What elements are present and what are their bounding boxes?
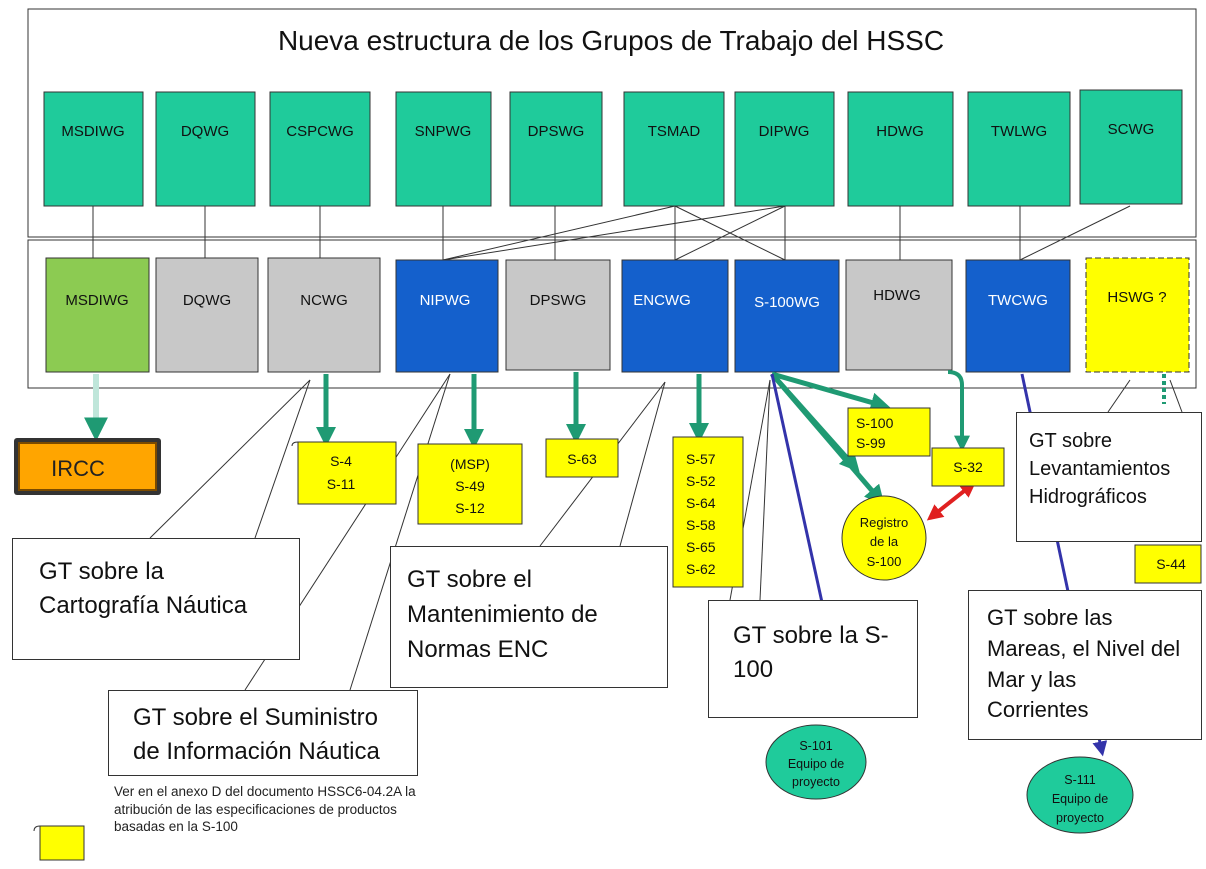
registro-line3: S-100 — [867, 554, 902, 569]
arrow-registro-s32 — [926, 481, 977, 521]
callout-cartografia-text: GT sobre la Cartografía Náutica — [39, 558, 248, 619]
top-box-dipwg: DIPWG — [759, 123, 810, 140]
top-box-msdiwg: MSDIWG — [61, 123, 124, 140]
oval-s111-line3: proyecto — [1056, 811, 1104, 825]
top-box-tsmad: TSMAD — [648, 123, 701, 140]
callout-mareas-text: GT sobre las Mareas, el Nivel del Mar y … — [987, 605, 1181, 723]
registro-circle: Registro de la S-100 — [841, 495, 927, 581]
oval-s111-line1: S-111 — [1064, 773, 1096, 787]
oval-s101: S-101 Equipo de proyecto — [765, 724, 867, 800]
arrow-s100wg-registro — [770, 372, 885, 506]
callout-s100: GT sobre la S-100 — [708, 600, 918, 718]
oval-s111-line2: Equipo de — [1052, 792, 1108, 806]
legend-text: Ver en el anexo D del documento HSSC6-04… — [114, 784, 416, 835]
new-box-twcwg: TWCWG — [988, 292, 1048, 309]
new-box-hdwg: HDWG — [873, 287, 921, 304]
scroll-encwg-line2: S-52 — [686, 473, 716, 489]
top-box-hdwg: HDWG — [876, 123, 924, 140]
scroll-nipwg-line1: (MSP) — [450, 456, 490, 472]
top-box-dqwg: DQWG — [181, 123, 229, 140]
scroll-nipwg: (MSP) S-49 S-12 — [417, 443, 523, 525]
top-box-dpswg: DPSWG — [528, 123, 585, 140]
top-box-snpwg: SNPWG — [415, 123, 472, 140]
scroll-dpswg: S-63 — [545, 438, 619, 478]
scroll-ncwg: S-4 S-11 — [291, 441, 397, 505]
callout-suministro: GT sobre el Suministro de Información Ná… — [108, 690, 418, 776]
oval-s111: S-111 Equipo de proyecto — [1026, 756, 1134, 834]
oval-s101-line1: S-101 — [799, 739, 832, 753]
scroll-nipwg-line2: S-49 — [455, 478, 485, 494]
callout-levantamientos-text: GT sobre Levantamientos Hidrográficos — [1029, 430, 1171, 508]
scroll-encwg-line4: S-58 — [686, 517, 716, 533]
scroll-ncwg-line2: S-11 — [327, 476, 356, 492]
callout-suministro-text: GT sobre el Suministro de Información Ná… — [133, 704, 380, 765]
new-box-msdiwg: MSDIWG — [65, 292, 128, 309]
callout-s100-text: GT sobre la S-100 — [733, 622, 889, 683]
scroll-s32-line1: S-32 — [953, 459, 983, 475]
scroll-s100: S-100 S-99 — [847, 407, 931, 457]
scroll-s44: S-44 — [1134, 544, 1202, 584]
scroll-s32: S-32 — [931, 447, 1005, 487]
ircc-label: IRCC — [51, 456, 105, 481]
scroll-encwg-line1: S-57 — [686, 451, 716, 467]
arrow-s100wg-s100 — [771, 371, 891, 413]
scroll-s100-line1: S-100 — [856, 415, 894, 431]
callout-pointers — [149, 373, 1183, 691]
scroll-encwg: S-57 S-52 S-64 S-58 S-65 S-62 — [672, 436, 744, 588]
scroll-encwg-line3: S-64 — [686, 495, 716, 511]
new-box-encwg: ENCWG — [633, 292, 691, 309]
arrow-hdwg-s32 — [947, 370, 970, 452]
registro-line2: de la — [870, 534, 899, 549]
new-box-nipwg: NIPWG — [420, 292, 471, 309]
scroll-nipwg-line3: S-12 — [455, 500, 485, 516]
ircc-box: IRCC — [14, 438, 161, 495]
callout-mareas: GT sobre las Mareas, el Nivel del Mar y … — [968, 590, 1202, 740]
legend-scroll-icon — [33, 825, 85, 861]
scroll-s44-line1: S-44 — [1156, 556, 1186, 572]
top-box-cspcwg: CSPCWG — [286, 123, 354, 140]
scroll-dpswg-line1: S-63 — [567, 451, 597, 467]
new-box-s100wg: S-100WG — [754, 294, 820, 311]
callout-normas-enc-text: GT sobre el Mantenimiento de Normas ENC — [407, 566, 598, 663]
new-box-hswg: HSWG ? — [1107, 289, 1166, 306]
callout-normas-enc: GT sobre el Mantenimiento de Normas ENC — [390, 546, 668, 688]
oval-s101-line2: Equipo de — [788, 757, 844, 771]
top-groups: MSDIWG DQWG CSPCWG SNPWG DPSWG TSMAD DIP… — [43, 89, 1183, 207]
callout-levantamientos: GT sobre Levantamientos Hidrográficos — [1016, 412, 1202, 542]
oval-s101-line3: proyecto — [792, 775, 840, 789]
new-box-dqwg: DQWG — [183, 292, 231, 309]
scroll-encwg-line5: S-65 — [686, 539, 716, 555]
new-groups: MSDIWG DQWG NCWG NIPWG DPSWG ENCWG S-100… — [45, 257, 1190, 373]
new-box-dpswg: DPSWG — [530, 292, 587, 309]
scroll-encwg-line6: S-62 — [686, 561, 716, 577]
top-box-twlwg: TWLWG — [991, 123, 1047, 140]
scroll-s100-line2: S-99 — [856, 435, 886, 451]
diagram-title: Nueva estructura de los Grupos de Trabaj… — [278, 25, 944, 56]
callout-cartografia: GT sobre la Cartografía Náutica — [12, 538, 300, 660]
scroll-ncwg-line1: S-4 — [330, 453, 352, 469]
new-box-ncwg: NCWG — [300, 292, 348, 309]
registro-line1: Registro — [860, 515, 908, 530]
top-box-scwg: SCWG — [1108, 121, 1155, 138]
